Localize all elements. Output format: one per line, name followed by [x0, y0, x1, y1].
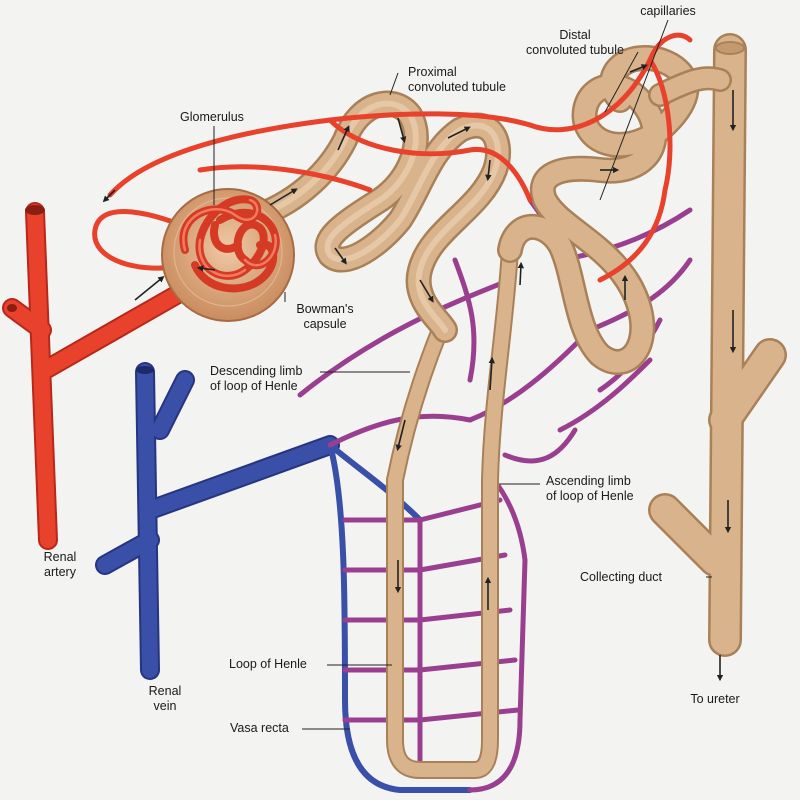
label-distal-convoluted-tubule: Distal convoluted tubule	[526, 28, 624, 57]
label-renal-vein: Renal vein	[148, 684, 182, 713]
bowmans-capsule	[161, 188, 295, 322]
collecting-duct	[648, 33, 787, 657]
leader-lines	[213, 19, 712, 730]
renal-vein	[95, 362, 340, 680]
flow-arrows	[102, 64, 737, 682]
efferent-arterioles	[92, 32, 693, 283]
label-glomerulus: Glomerulus	[180, 110, 244, 124]
label-collecting-duct: Collecting duct	[580, 570, 662, 584]
label-bowmans-capsule: Bowman's capsule	[296, 302, 354, 331]
label-loop-of-henle: Loop of Henle	[229, 657, 307, 671]
label-to-ureter: To ureter	[690, 692, 740, 706]
label-ascending-limb: Ascending limb of loop of Henle	[546, 474, 634, 503]
loop-of-henle	[386, 241, 519, 779]
label-vasa-recta: Vasa recta	[230, 721, 289, 735]
glomerulus-highlight	[182, 198, 278, 278]
renal-artery	[2, 202, 195, 550]
label-descending-limb: Descending limb of loop of Henle	[210, 364, 303, 393]
vasa-recta	[297, 197, 693, 793]
label-proximal-convoluted-tubule: Proximal convoluted tubule	[408, 65, 506, 94]
proximal-tubule	[247, 90, 512, 343]
label-renal-artery: Renal artery	[43, 550, 77, 579]
label-peritubular-capillaries: capillaries	[640, 4, 696, 18]
